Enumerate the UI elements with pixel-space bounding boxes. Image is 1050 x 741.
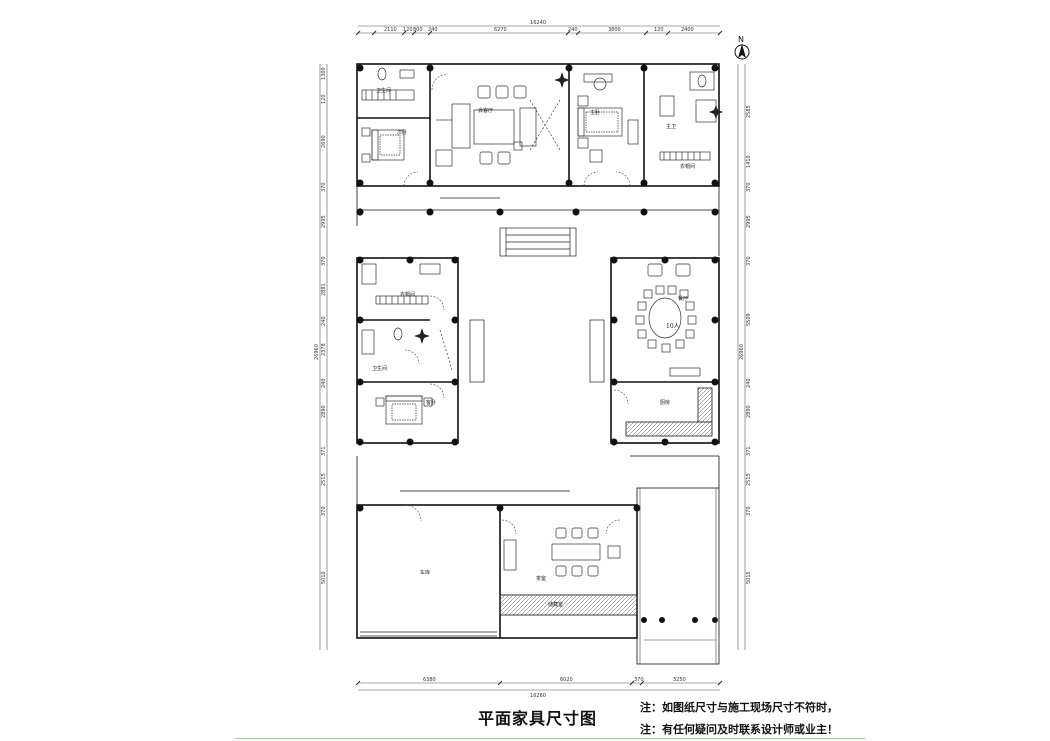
dim-right-4: 2995 [746, 215, 752, 228]
dim-left-1: 1300 [321, 67, 327, 80]
dim-top-2: 120 [403, 27, 413, 33]
dim-left-13: 2515 [321, 473, 327, 486]
room-label-bedroom-mid: 客卧 [426, 399, 436, 406]
dim-left-11: 2890 [321, 405, 327, 418]
dim-top-8: 120 [654, 27, 664, 33]
living-furniture-icon [435, 85, 561, 167]
columns [356, 64, 719, 623]
dim-left-9: 2378 [321, 343, 327, 356]
dim-top-1: 2110 [384, 27, 397, 33]
dim-bottom-total: 16260 [530, 693, 546, 699]
drawing-note-2: 注：有任何疑问及时联系设计师或业主！ [640, 723, 838, 736]
dim-left-8: 240 [321, 316, 327, 326]
master-bath-icon [659, 71, 717, 161]
room-label-tea: 茶室 [536, 575, 546, 582]
room-label-kitchen: 厨房 [660, 399, 670, 406]
bottom-divider [235, 738, 865, 739]
room-label-bath: 卫生间 [376, 87, 391, 94]
dim-top-5: 6270 [494, 27, 507, 33]
room-label-bath-mid: 卫生间 [372, 365, 387, 372]
dim-right-group: 2585 1410 370 2995 370 5509 240 2890 371… [739, 105, 752, 584]
dining-table-icon [635, 263, 701, 377]
dimension-ticks [355, 30, 723, 686]
walls [356, 63, 720, 665]
room-label-dining: 餐厅 [678, 295, 688, 302]
dim-left-15: 5010 [321, 571, 327, 584]
dim-right-11: 370 [746, 506, 752, 516]
dim-right-total: 26960 [739, 344, 745, 360]
dim-top-4: 240 [428, 27, 438, 33]
dim-right-5: 370 [746, 256, 752, 266]
dim-left-total: 26960 [314, 344, 320, 360]
room-label-cloak-mid: 衣帽间 [400, 291, 415, 298]
kitchen-counter-icon [625, 387, 713, 437]
dim-left-5: 2995 [321, 215, 327, 228]
room-label-storage: 储藏室 [548, 601, 563, 608]
room-label-master: 主卧 [590, 109, 600, 116]
dim-left-7: 2881 [321, 283, 327, 296]
room-label-master-bath: 主卫 [666, 123, 676, 130]
dim-left-12: 371 [321, 446, 327, 456]
dim-top-7: 3800 [608, 27, 621, 33]
dim-right-9: 371 [746, 446, 752, 456]
room-label-garage: 车库 [420, 569, 430, 576]
bed-top-left-icon [361, 67, 415, 163]
dim-right-10: 2515 [746, 473, 752, 486]
corridor-railing [639, 488, 717, 664]
dim-top-3: 800 [413, 27, 423, 33]
dim-left-3: 2690 [321, 135, 327, 148]
dimension-lines [319, 25, 746, 691]
dim-left-14: 370 [321, 506, 327, 516]
dim-right-12: 5015 [746, 571, 752, 584]
dim-right-8: 2890 [746, 405, 752, 418]
room-label-cloak: 衣帽间 [680, 163, 695, 170]
drawing-title: 平面家具尺寸图 [478, 709, 598, 728]
dim-bottom-4: 3250 [673, 677, 686, 683]
dim-left-group: 1300 120 2690 370 2995 370 2881 240 2378… [314, 67, 327, 584]
dim-left-6: 370 [321, 256, 327, 266]
dim-bottom-3: 370 [634, 677, 644, 683]
dim-left-2: 120 [321, 94, 327, 104]
master-bed-icon [577, 73, 639, 163]
window-lines [359, 197, 500, 637]
dim-right-2: 1410 [746, 155, 752, 168]
mid-left-furniture-icon [361, 263, 453, 425]
dim-right-3: 370 [746, 182, 752, 192]
dim-left-10: 240 [321, 378, 327, 388]
north-arrow-icon: N [734, 35, 750, 60]
dim-top-6: 240 [568, 27, 578, 33]
dim-bottom-2: 6020 [560, 677, 573, 683]
dim-bottom-1: 6380 [423, 677, 436, 683]
room-label-bedroom: 次卧 [397, 129, 407, 136]
room-label-living: 会客厅 [478, 107, 493, 114]
dim-right-6: 5509 [746, 313, 752, 326]
dim-left-4: 370 [321, 182, 327, 192]
svg-text:N: N [738, 35, 744, 44]
drawing-note-1: 注：如图纸尺寸与施工现场尺寸不符时， [640, 701, 838, 714]
tea-table-icon [499, 527, 638, 616]
doors [403, 73, 631, 535]
dim-top-9: 2400 [681, 27, 694, 33]
dim-top-total: 16240 [530, 20, 546, 26]
table-size-label: 10人 [666, 323, 680, 330]
entry-steps [469, 227, 605, 383]
dim-right-1: 2585 [746, 105, 752, 118]
dim-right-7: 240 [746, 378, 752, 388]
